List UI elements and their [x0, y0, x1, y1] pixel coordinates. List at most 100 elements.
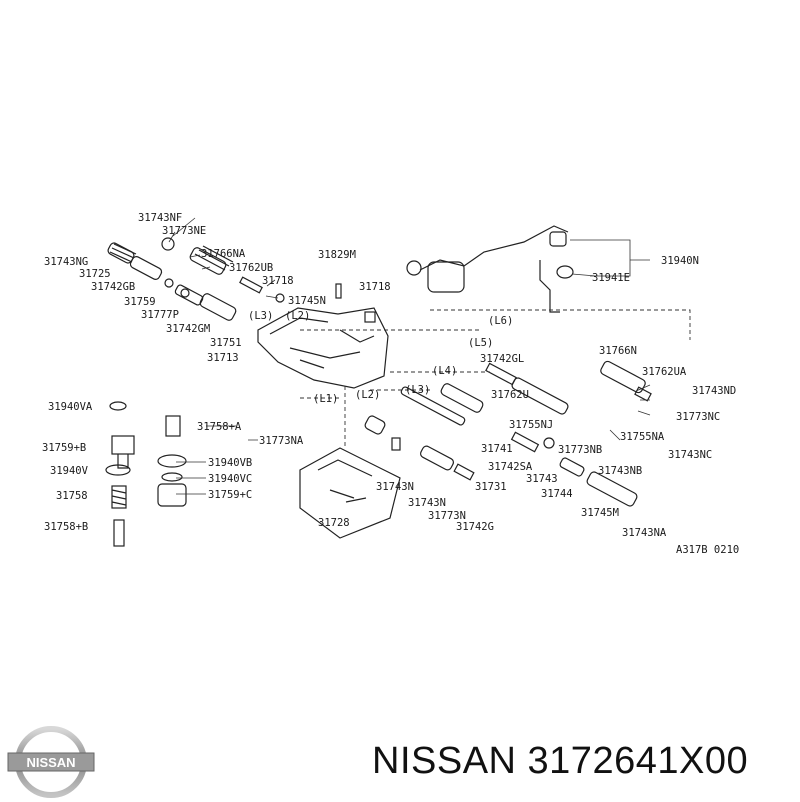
separator-plate-31728: [299, 447, 401, 539]
oring-31940vc: [161, 472, 183, 482]
logo-wordmark: NISSAN: [26, 755, 75, 770]
guide-l6: [430, 309, 691, 340]
label-31743nf: 31743NF: [138, 212, 182, 224]
label-31742gl: 31742GL: [480, 353, 524, 365]
label-31741: 31741: [481, 443, 513, 455]
label-31743na: 31743NA: [622, 527, 667, 539]
label-31731: 31731: [475, 481, 507, 493]
spool-31755nj: [511, 377, 569, 415]
leader-lines-left: [176, 425, 258, 495]
label-31718-a: 31718: [262, 275, 294, 287]
label-31718-b: 31718: [359, 281, 391, 293]
ring-31773ne: [161, 237, 175, 251]
plug-31725: [129, 256, 163, 280]
label-31940vb: 31940VB: [208, 457, 252, 469]
harness-lead: [539, 260, 560, 313]
label-31743nb: 31743NB: [598, 465, 642, 477]
label-31758b: 31758+B: [44, 521, 88, 533]
label-31829m: 31829M: [318, 249, 356, 261]
plug-31718: [364, 311, 376, 323]
valve-body-passages: [269, 317, 375, 369]
ball-31743: [543, 437, 555, 449]
label-l3: (L3): [405, 384, 430, 396]
diagram-reference-code: A317B 0210: [676, 544, 739, 556]
label-31759b: 31759+B: [42, 442, 86, 454]
plug-31759b: [111, 435, 135, 455]
solenoid-assembly: [427, 261, 465, 293]
label-31773nb: 31773NB: [558, 444, 602, 456]
label-31743n-a: 31743N: [376, 481, 414, 493]
spring-31758a: [165, 415, 181, 437]
pin-31829m: [335, 283, 342, 299]
label-31743ng: 31743NG: [44, 256, 88, 268]
label-l1: (L1): [313, 393, 338, 405]
label-31766na: 31766NA: [201, 248, 246, 260]
label-31758: 31758: [56, 490, 88, 502]
label-31766n: 31766N: [599, 345, 637, 357]
pin-31743n: [391, 437, 401, 451]
label-31762ub: 31762UB: [229, 262, 273, 274]
label-31743nd: 31743ND: [692, 385, 736, 397]
label-31751: 31751: [210, 337, 242, 349]
label-31762u: 31762U: [491, 389, 529, 401]
label-31940va: 31940VA: [48, 401, 93, 413]
label-31758a: 31758+A: [197, 421, 242, 433]
part-number-title: NISSAN 3172641X00: [372, 740, 749, 782]
spring-coils: [109, 243, 137, 263]
spool-31741: [440, 383, 484, 413]
label-l2: (L2): [355, 389, 380, 401]
spring-31762ua: [634, 386, 652, 402]
oring-31940vb: [157, 454, 187, 468]
spool-grooves: [194, 245, 234, 271]
label-31773ne: 31773NE: [162, 225, 206, 237]
spring-31742sa: [510, 431, 540, 453]
connector-31940n: [549, 231, 567, 247]
label-31773na: 31773NA: [259, 435, 304, 447]
plug-31744: [559, 457, 585, 477]
solenoid-left: [406, 260, 422, 276]
label-31742g: 31742G: [456, 521, 494, 533]
label-31759: 31759: [124, 296, 156, 308]
spring-31762u: [485, 362, 517, 386]
plug-31759c: [157, 483, 187, 507]
label-31713: 31713: [207, 352, 239, 364]
oring-31940va: [109, 401, 127, 411]
label-31941e: 31941E: [592, 272, 630, 284]
label-31777p: 31777P: [141, 309, 179, 321]
wire-harness: [419, 225, 569, 271]
label-31755na: 31755NA: [620, 431, 665, 443]
pin-31759: [164, 278, 174, 288]
label-31940n: 31940N: [661, 255, 699, 267]
oring-31940v: [105, 464, 131, 476]
label-31759c: 31759+C: [208, 489, 252, 501]
plug-stem: [117, 454, 129, 469]
spring-31731: [453, 463, 475, 481]
leader-lines-right: [609, 384, 651, 441]
label-31762ua: 31762UA: [642, 366, 687, 378]
valve-31751: [199, 293, 237, 321]
spring-31758b: [113, 519, 125, 547]
label-31742sa: 31742SA: [488, 461, 533, 473]
label-31742gm: 31742GM: [166, 323, 210, 335]
valve-body-31713: [257, 307, 389, 389]
label-31743nc: 31743NC: [668, 449, 712, 461]
label-31755nj: 31755NJ: [509, 419, 553, 431]
label-31742gb: 31742GB: [91, 281, 135, 293]
label-31743: 31743: [526, 473, 558, 485]
label-l4: (L4): [432, 365, 457, 377]
pin-31777p: [180, 288, 190, 298]
label-31940v: 31940V: [50, 465, 89, 477]
spool-31745m: [586, 471, 638, 507]
spring-31742gm: [174, 284, 204, 306]
label-31744: 31744: [541, 488, 573, 500]
nissan-logo: NISSAN: [7, 726, 95, 798]
spring-coils-31758: [111, 489, 127, 506]
label-31745n: 31745N: [288, 295, 326, 307]
label-31773nc: 31773NC: [676, 411, 720, 423]
spring-31762ub: [239, 276, 263, 294]
label-31743n-b: 31743N: [408, 497, 446, 509]
spool-31766n: [600, 360, 646, 394]
label-l5: (L5): [468, 337, 493, 349]
rod-31743n: [400, 386, 466, 426]
